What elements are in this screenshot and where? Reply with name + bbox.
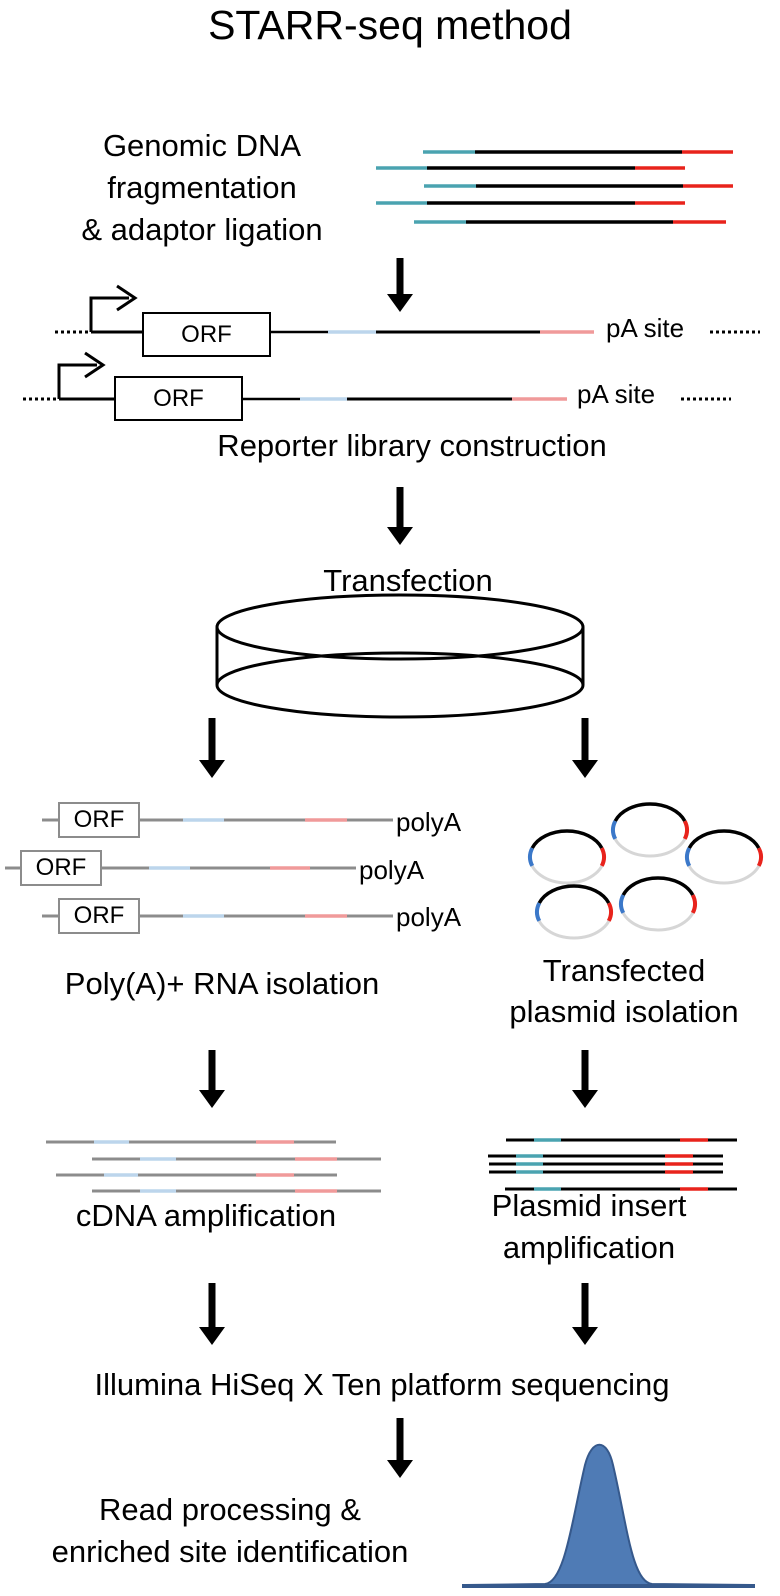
plasmid-3-adaptor-right <box>756 847 763 867</box>
polya-label-2: polyA <box>359 855 425 885</box>
step-library: Reporter library construction <box>217 428 607 463</box>
plasmid-3-insert <box>687 829 761 849</box>
orf-box-rna-2: ORF <box>20 850 102 886</box>
step-cdna: cDNA amplification <box>75 1198 337 1233</box>
arrow-to-library-head <box>387 294 413 312</box>
plasmid-4-adaptor-left <box>535 902 542 922</box>
plasmid-1-insert <box>530 829 604 849</box>
arrow-to-processing-head <box>387 1460 413 1478</box>
plasmid-4-insert <box>537 884 611 904</box>
orf-box-rna-1: ORF <box>58 802 140 838</box>
plasmid-1-adaptor-left <box>528 847 535 867</box>
pa-site-label-1: pA site <box>606 313 685 343</box>
polya-label-1: polyA <box>396 807 462 837</box>
plasmid-3-adaptor-left <box>685 847 692 867</box>
polya-label-3: polyA <box>396 902 462 932</box>
step-rna-isolation: Poly(A)+ RNA isolation <box>64 966 380 1001</box>
orf-box-2: ORF <box>114 376 243 421</box>
arrow-to-plasmid-amp-head <box>572 1090 598 1108</box>
step-plasmid-isolation-line1: Transfected <box>542 953 706 988</box>
step-plasmid-isolation-line2: plasmid isolation <box>509 994 739 1029</box>
plasmid-4-adaptor-right <box>606 902 613 922</box>
culture-dish-bottom <box>215 651 585 719</box>
plasmid-2-adaptor-right <box>682 820 689 840</box>
arrow-to-sequencing-left-head <box>199 1327 225 1345</box>
arrow-to-plasmid-head <box>572 760 598 778</box>
plasmid-2-insert <box>613 802 687 822</box>
plasmid-5-adaptor-right <box>690 894 697 914</box>
step-transfection: Transfection <box>323 563 493 598</box>
step-fragmentation-line1: Genomic DNA <box>102 128 302 163</box>
enriched-peak <box>465 1443 753 1586</box>
orf-label: ORF <box>181 320 232 348</box>
pa-site-label-2: pA site <box>577 379 656 409</box>
orf-label: ORF <box>73 806 125 833</box>
step-processing-line1: Read processing & <box>99 1492 361 1527</box>
plasmid-1-adaptor-right <box>599 847 606 867</box>
page-title: STARR-seq method <box>208 2 572 48</box>
orf-label: ORF <box>73 902 125 929</box>
arrow-to-rna-head <box>199 760 225 778</box>
step-fragmentation-line2: fragmentation <box>107 170 297 205</box>
plasmid-5-insert <box>621 876 695 896</box>
orf-label: ORF <box>153 384 204 412</box>
reporter-construct-2-promoter-icon <box>57 363 97 399</box>
step-processing-line2: enriched site identification <box>51 1534 409 1569</box>
culture-dish-top <box>215 593 585 661</box>
step-sequencing: Illumina HiSeq X Ten platform sequencing <box>94 1367 670 1402</box>
orf-box-1: ORF <box>142 312 271 357</box>
step-plasmid-amp-line1: Plasmid insert <box>491 1188 687 1223</box>
step-plasmid-amp-line2: amplification <box>502 1230 676 1265</box>
reporter-construct-1-promoter-icon <box>89 296 129 332</box>
arrow-to-sequencing-right-head <box>572 1327 598 1345</box>
reporter-construct-1-promoter-arrowhead-icon <box>116 284 138 312</box>
plasmid-2-adaptor-left <box>611 820 618 840</box>
orf-box-rna-3: ORF <box>58 898 140 934</box>
reporter-construct-2-promoter-arrowhead-icon <box>84 351 106 379</box>
plasmid-5-adaptor-left <box>619 894 626 914</box>
step-fragmentation-line3: & adaptor ligation <box>81 212 323 247</box>
arrow-to-cdna-head <box>199 1090 225 1108</box>
arrow-to-transfection-head <box>387 527 413 545</box>
orf-label: ORF <box>35 854 87 881</box>
